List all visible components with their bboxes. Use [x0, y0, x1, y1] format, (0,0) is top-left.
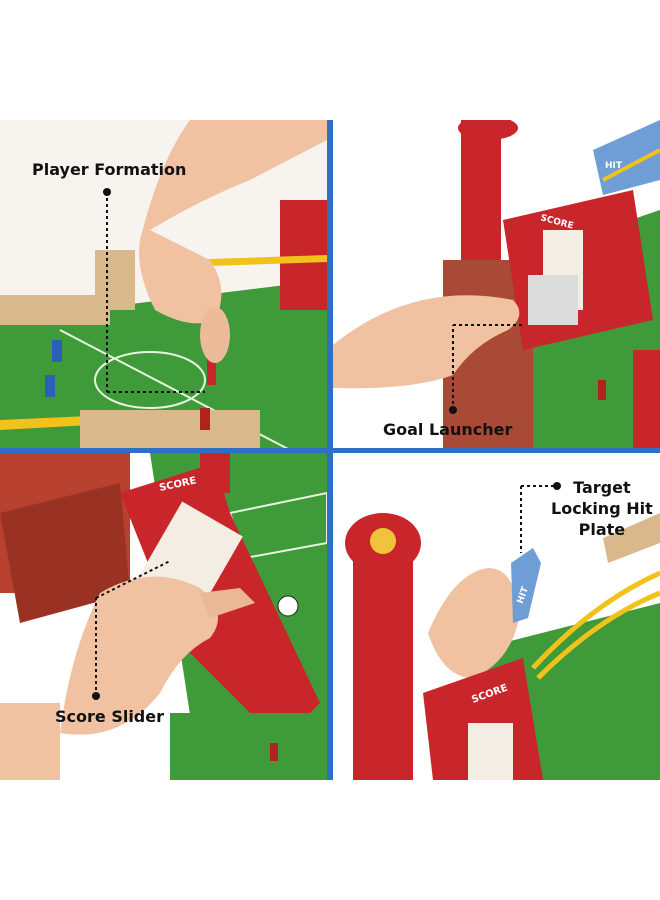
goal-launcher-illustration: SCORE HIT	[333, 120, 660, 448]
hit-plate-text: HIT	[605, 161, 623, 171]
callout-pointer-score	[92, 560, 171, 700]
panel-player-formation: Player Formation	[0, 120, 327, 448]
target-plate-illustration: HIT SCORE	[333, 453, 660, 780]
player-formation-illustration	[0, 120, 327, 448]
callout-target-plate: Target Locking Hit Plate	[551, 478, 653, 539]
grid-divider-horizontal	[0, 448, 660, 453]
panel-goal-launcher: SCORE HIT Goal Launcher	[333, 120, 660, 448]
callout-pointer-target	[520, 482, 561, 553]
panel-score-slider: SCORE Score Slider	[0, 453, 327, 780]
panel-target-plate: HIT SCORE Target Locking Hit Plate	[333, 453, 660, 780]
callout-pointer-goal	[449, 324, 523, 414]
photo-grid: Player Formation SCORE HIT Goal Launcher	[0, 120, 660, 780]
callout-player-formation: Player Formation	[32, 160, 187, 179]
callout-score-slider: Score Slider	[55, 707, 164, 726]
callout-pointer-player	[103, 188, 205, 393]
callout-goal-launcher: Goal Launcher	[383, 420, 513, 439]
score-slider-illustration: SCORE	[0, 453, 327, 780]
